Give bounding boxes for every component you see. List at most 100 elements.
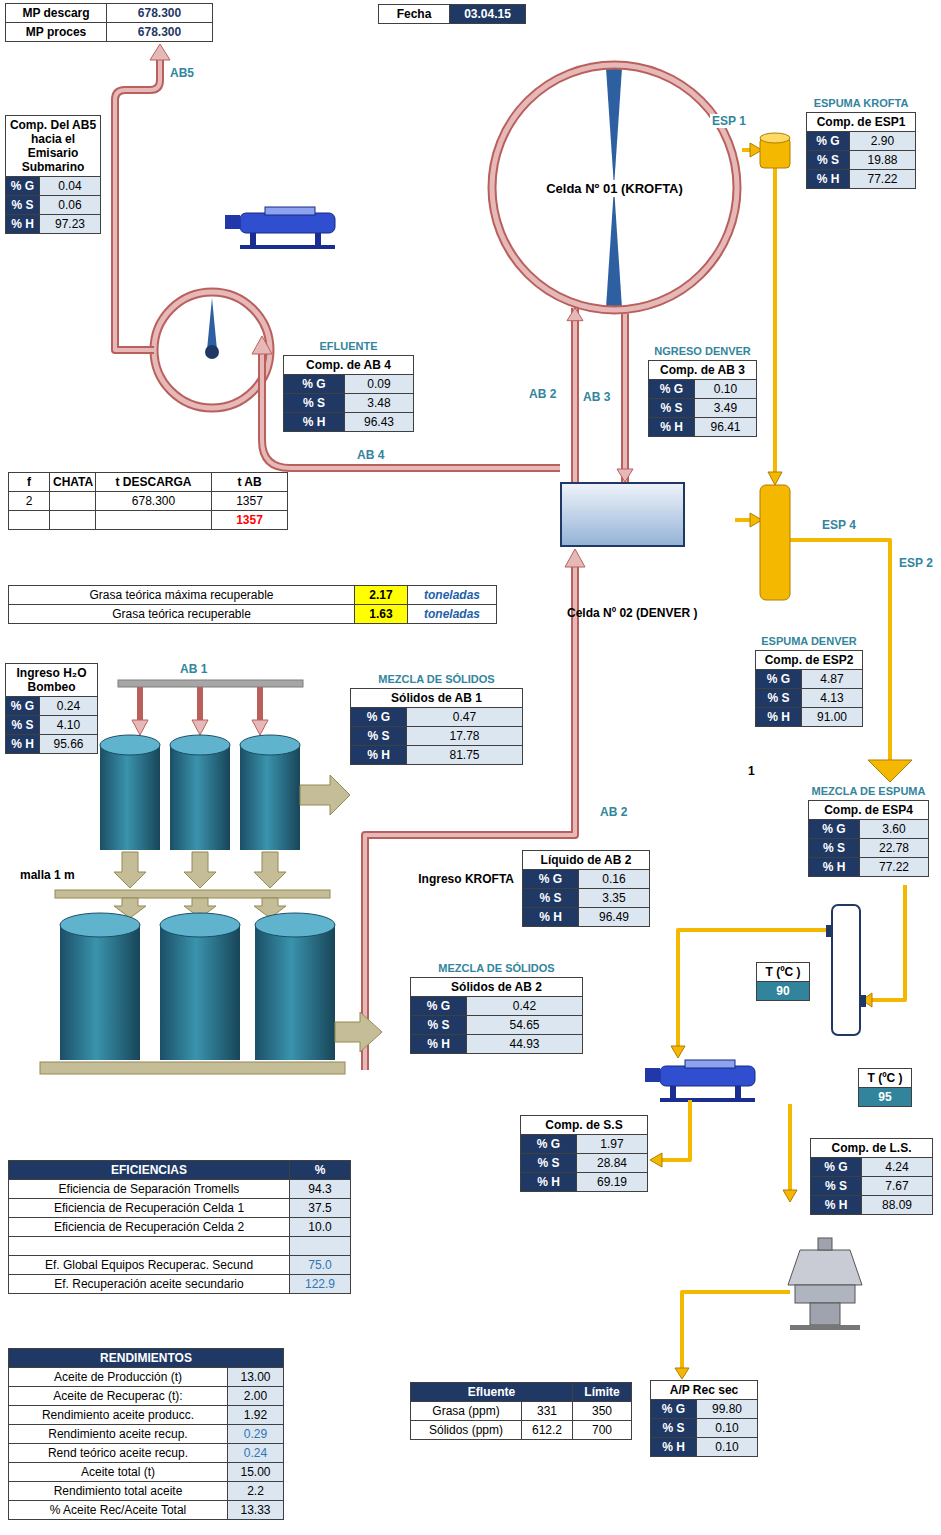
table-cell: Aceite total (t) <box>9 1463 227 1481</box>
cell-text: 3.35 <box>602 891 625 905</box>
cell-text: % G <box>537 1137 560 1151</box>
table-cell: Rendimiento aceite recup. <box>9 1425 227 1443</box>
table-cell: % S <box>649 399 694 417</box>
cell-text: T (ºC ) <box>765 965 800 979</box>
table-cell: 0.04 <box>40 177 100 195</box>
cell-text: 0.16 <box>602 872 625 886</box>
arrow-head <box>565 549 585 567</box>
table-heading: MEZCLA DE SÓLIDOS <box>350 673 523 688</box>
table-cell: % H <box>651 1438 696 1456</box>
cell-text: toneladas <box>424 607 480 621</box>
cell-text: % S <box>825 1179 847 1193</box>
table-cell: % G <box>809 820 859 838</box>
cell-text: 0.24 <box>244 1446 267 1460</box>
cell-text: Rendimiento aceite recup. <box>48 1427 187 1441</box>
table-heading: ESPUMA KROFTA <box>806 97 916 112</box>
table-cell: 0.09 <box>345 375 413 393</box>
cell-text: Ef. Global Equipos Recuperac. Secund <box>45 1258 253 1272</box>
cell-text: 3.49 <box>714 401 737 415</box>
table-cell: Grasa teórica máxima recuperable <box>9 586 354 604</box>
table-cell: % S <box>807 151 849 169</box>
cell-text: 350 <box>592 1404 612 1418</box>
cell-text: 1.63 <box>369 607 392 621</box>
cell-text: % H <box>767 710 790 724</box>
table-cell: Grasa teórica recuperable <box>9 605 354 623</box>
cell-text: 0.10 <box>715 1440 738 1454</box>
cell-text: 13.00 <box>240 1370 270 1384</box>
cell-text: 0.10 <box>715 1421 738 1435</box>
table-cell: 4.10 <box>40 716 97 734</box>
cell-text: t AB <box>237 475 261 489</box>
cell-text: % S <box>817 153 839 167</box>
foam-vessel <box>760 485 790 600</box>
cell-text: Aceite total (t) <box>81 1465 155 1479</box>
table-cell: 90 <box>757 982 809 1000</box>
pipe-label: AB 1 <box>178 662 209 676</box>
data-table: Comp. de ESP1% G2.90% S19.88% H77.22 <box>806 112 916 189</box>
data-table: Comp. de L.S.% G4.24% S7.67% H88.09 <box>810 1138 933 1215</box>
cell-text: % H <box>660 420 683 434</box>
table-cell: 95 <box>859 1088 911 1106</box>
table-cell: 81.75 <box>407 746 522 764</box>
table-cell: % Aceite Rec/Aceite Total <box>9 1501 227 1519</box>
cell-text: % G <box>367 710 390 724</box>
table-cell: toneladas <box>408 605 496 623</box>
table-cell: 22.78 <box>860 839 928 857</box>
cell-text: 0.42 <box>513 999 536 1013</box>
foam-cup <box>760 133 790 143</box>
cell-text: Comp. de AB 3 <box>660 363 745 377</box>
cell-text: Eficiencia de Separación Tromells <box>59 1182 240 1196</box>
cell-text: 03.04.15 <box>464 7 511 21</box>
cell-text: Grasa teórica recuperable <box>112 607 251 621</box>
table-cell: Sólidos de AB 2 <box>411 978 582 996</box>
table-cell: Sólidos (ppm) <box>411 1421 521 1439</box>
table-cell: 1.97 <box>577 1135 647 1153</box>
arrow-head <box>150 44 170 60</box>
cell-text: 2.2 <box>247 1484 264 1498</box>
cell-text: t DESCARGA <box>115 475 191 489</box>
table-cell: % H <box>807 170 849 188</box>
cell-text: 22.78 <box>879 841 909 855</box>
table-cell <box>290 1237 350 1255</box>
table-cell: toneladas <box>408 586 496 604</box>
cell-text: 1357 <box>236 513 263 527</box>
cell-text: 2 <box>26 494 33 508</box>
cell-text: % S <box>11 198 33 212</box>
cell-text: Comp. Del AB5 hacia el Emisario Submarin… <box>10 118 96 174</box>
table-cell: T (ºC ) <box>757 963 809 981</box>
table-cell: 77.22 <box>850 170 915 188</box>
table-cell: 3.60 <box>860 820 928 838</box>
table-cell: 678.300 <box>107 4 212 22</box>
table-cell: % G <box>756 670 801 688</box>
table-cell: 350 <box>573 1402 631 1420</box>
table-cell: 0.16 <box>579 870 649 888</box>
cell-text: 0.29 <box>244 1427 267 1441</box>
cell-text: Sólidos de AB 2 <box>451 980 542 994</box>
table-cell: 96.49 <box>579 908 649 926</box>
table-cell: 69.19 <box>577 1173 647 1191</box>
table-cell <box>50 492 95 510</box>
table-cell: 0.42 <box>467 997 582 1015</box>
data-table-box: NGRESO DENVERComp. de AB 3% G0.10% S3.49… <box>648 345 757 437</box>
data-table: Ingreso H₂O Bombeo% G0.24% S4.10% H95.66 <box>5 663 98 754</box>
cell-text: 678.300 <box>138 25 181 39</box>
cell-text: 612.2 <box>532 1423 562 1437</box>
cell-text: Rendimiento total aceite <box>54 1484 183 1498</box>
table-cell: Comp. de AB 4 <box>284 356 413 374</box>
data-table: EFICIENCIAS%Eficiencia de Separación Tro… <box>8 1160 351 1294</box>
cell-text: 0.47 <box>453 710 476 724</box>
cell-text: % S <box>427 1018 449 1032</box>
pipe-label: ESP 2 <box>897 556 935 570</box>
data-table: Comp. Del AB5 hacia el Emisario Submarin… <box>5 115 101 234</box>
data-table-box: T (ºC )95 <box>858 1068 912 1107</box>
table-cell: % G <box>649 380 694 398</box>
data-table-box: Ingreso H₂O Bombeo% G0.24% S4.10% H95.66 <box>5 663 98 754</box>
data-table: Sólidos de AB 2% G0.42% S54.65% H44.93 <box>410 977 583 1054</box>
cell-text: % G <box>660 382 683 396</box>
cell-text: 678.300 <box>132 494 175 508</box>
table-cell: 4.87 <box>802 670 862 688</box>
cell-text: 0.06 <box>58 198 81 212</box>
cell-text: Eficiencia de Recuperación Celda 2 <box>54 1220 244 1234</box>
data-table-box: MEZCLA DE ESPUMAComp. de ESP4% G3.60% S2… <box>808 785 929 877</box>
